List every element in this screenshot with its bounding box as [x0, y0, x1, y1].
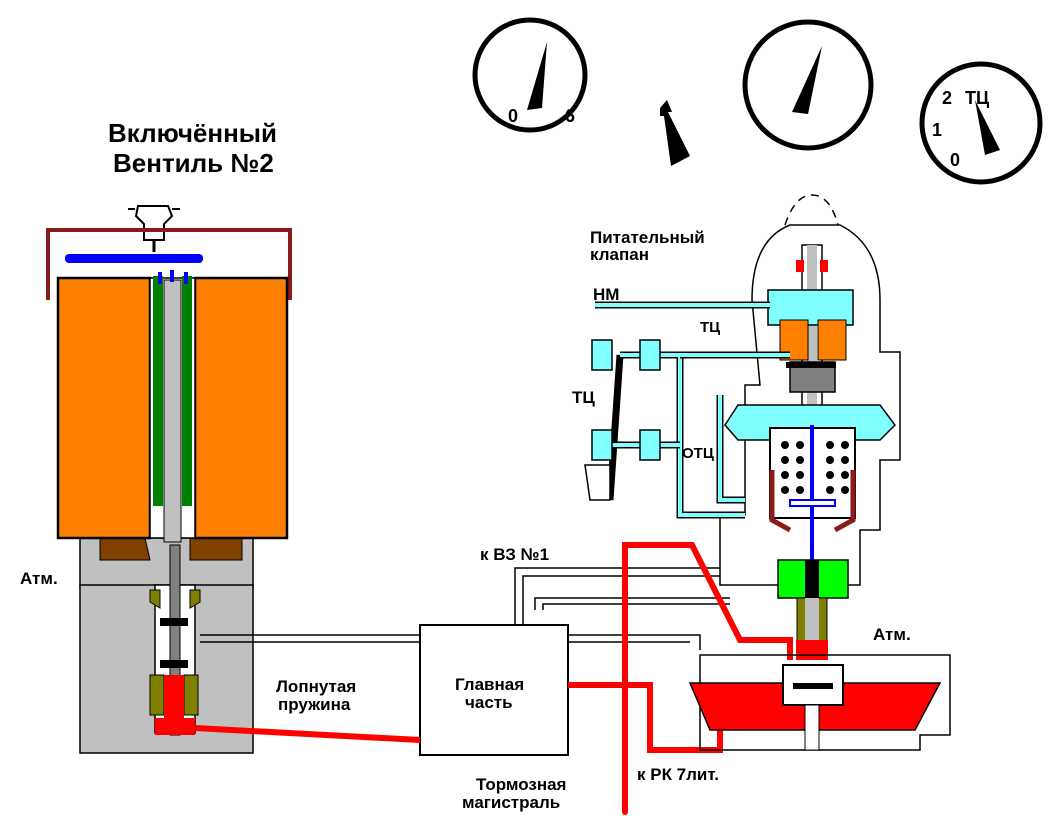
label-brake-line-1: Тормозная — [476, 775, 566, 794]
gauge-left: 0 6 — [472, 17, 588, 133]
pipes — [200, 567, 771, 650]
label-to-vz: к ВЗ №1 — [480, 545, 549, 564]
gauge-needle-icon — [792, 46, 822, 114]
label-tc-small: ТЦ — [700, 319, 720, 336]
gauge-right-2: 2 — [942, 88, 952, 108]
main-part-box — [419, 624, 569, 756]
label-to-rk: к РК 7лит. — [637, 765, 719, 784]
label-broken-spring-1: Лопнутая — [276, 677, 356, 696]
gauge-needle-icon — [527, 42, 547, 110]
brake-line — [194, 542, 793, 812]
gauge-left-max: 6 — [565, 106, 575, 126]
contact-plate — [65, 254, 203, 263]
label-feed-valve-2: клапан — [590, 245, 649, 264]
gauge-right-1: 1 — [932, 120, 942, 140]
gauge-left-min: 0 — [508, 106, 518, 126]
gauge-right-0: 0 — [950, 150, 960, 170]
coil-left — [56, 276, 152, 540]
gauge-right-unit: ТЦ — [965, 88, 990, 108]
label-tc-side: ТЦ — [572, 388, 595, 407]
label-atm-right: Атм. — [873, 625, 911, 644]
gauge-middle — [742, 19, 874, 151]
label-otc: ОТЦ — [682, 445, 714, 462]
arrow-indicator-icon — [660, 100, 690, 166]
title-line2: Вентиль №2 — [113, 148, 274, 178]
gauge-needle-icon — [975, 100, 1000, 155]
valve-right — [688, 194, 951, 751]
label-brake-line-2: магистраль — [462, 793, 560, 812]
label-main-part-1: Главная — [455, 675, 524, 694]
label-nm: НМ — [593, 285, 619, 304]
coil-right — [193, 276, 289, 540]
title-line1: Включённый — [108, 118, 277, 148]
valve-left — [46, 205, 292, 754]
label-atm-left: Атм. — [20, 569, 58, 588]
cyan-pipes — [584, 301, 790, 519]
label-main-part-2: часть — [465, 693, 513, 712]
label-broken-spring-2: пружина — [278, 695, 351, 714]
label-feed-valve-1: Питательный — [590, 228, 705, 247]
gauge-right: 2 ТЦ 1 0 — [919, 61, 1043, 185]
